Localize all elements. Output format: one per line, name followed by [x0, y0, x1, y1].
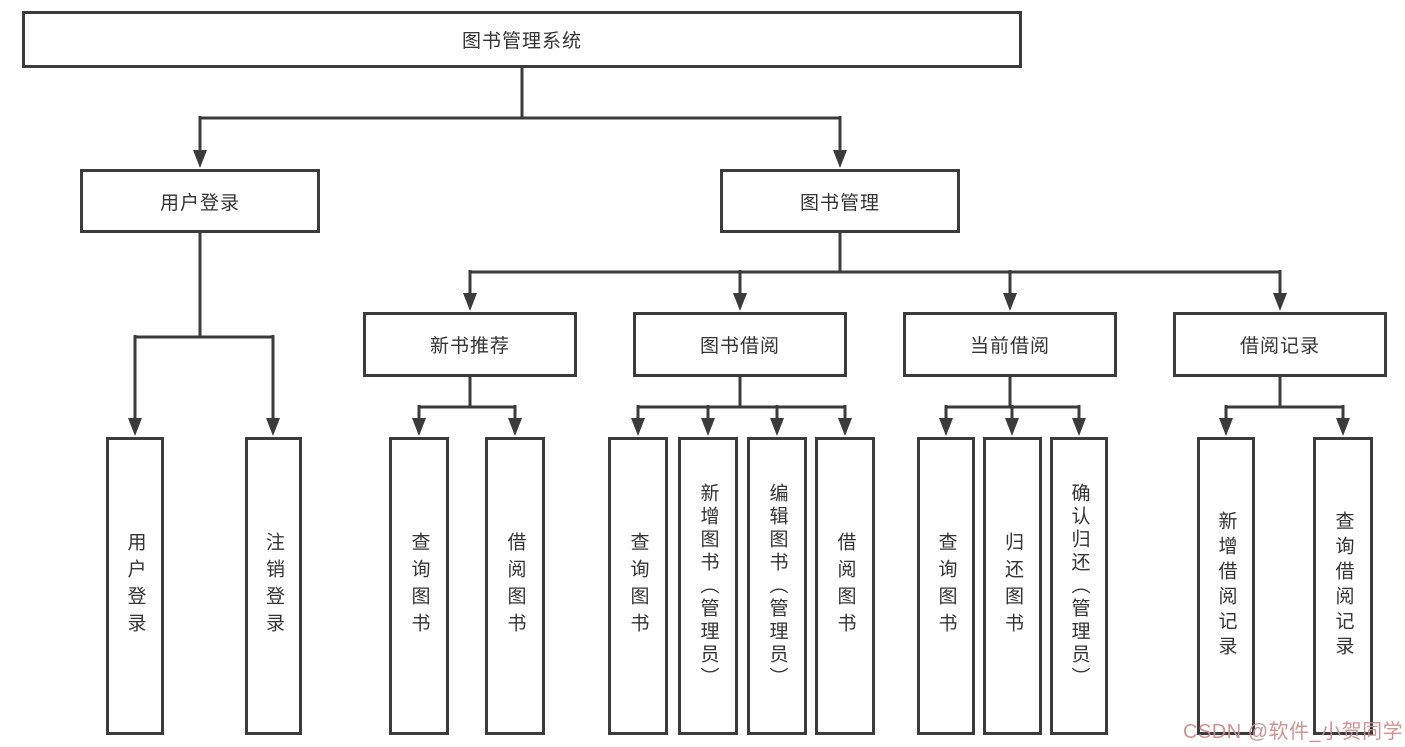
- leaf-logout: 注销登录: [245, 437, 302, 735]
- node-current-borrow: 当前借阅: [903, 312, 1117, 377]
- leaf-user-login: 用户登录: [106, 437, 164, 735]
- node-borrow-records: 借阅记录: [1173, 312, 1387, 377]
- leaf-borrow-borrow-books: 借阅图书: [815, 437, 875, 735]
- leaf-records-query-record: 查询借阅记录: [1313, 437, 1373, 735]
- leaf-borrow-add-books-admin: 新增图书（管理员）: [678, 437, 738, 735]
- leaf-records-add-record: 新增借阅记录: [1197, 437, 1255, 735]
- leaf-current-return-books: 归还图书: [983, 437, 1042, 735]
- node-book-management: 图书管理: [720, 169, 960, 233]
- leaf-current-query-books: 查询图书: [917, 437, 975, 735]
- leaf-newbook-borrow-books: 借阅图书: [485, 437, 545, 735]
- leaf-borrow-edit-books-admin: 编辑图书（管理员）: [747, 437, 807, 735]
- leaf-newbook-query-books: 查询图书: [389, 437, 449, 735]
- leaf-borrow-query-books: 查询图书: [608, 437, 668, 735]
- leaf-current-confirm-return-admin: 确认归还（管理员）: [1050, 437, 1108, 735]
- node-root-system: 图书管理系统: [22, 11, 1022, 68]
- node-user-login: 用户登录: [80, 169, 320, 233]
- node-new-book-recommend: 新书推荐: [363, 312, 577, 377]
- csdn-watermark: CSDN @软件_小贺同学: [1183, 721, 1404, 743]
- node-book-borrow: 图书借阅: [633, 312, 847, 377]
